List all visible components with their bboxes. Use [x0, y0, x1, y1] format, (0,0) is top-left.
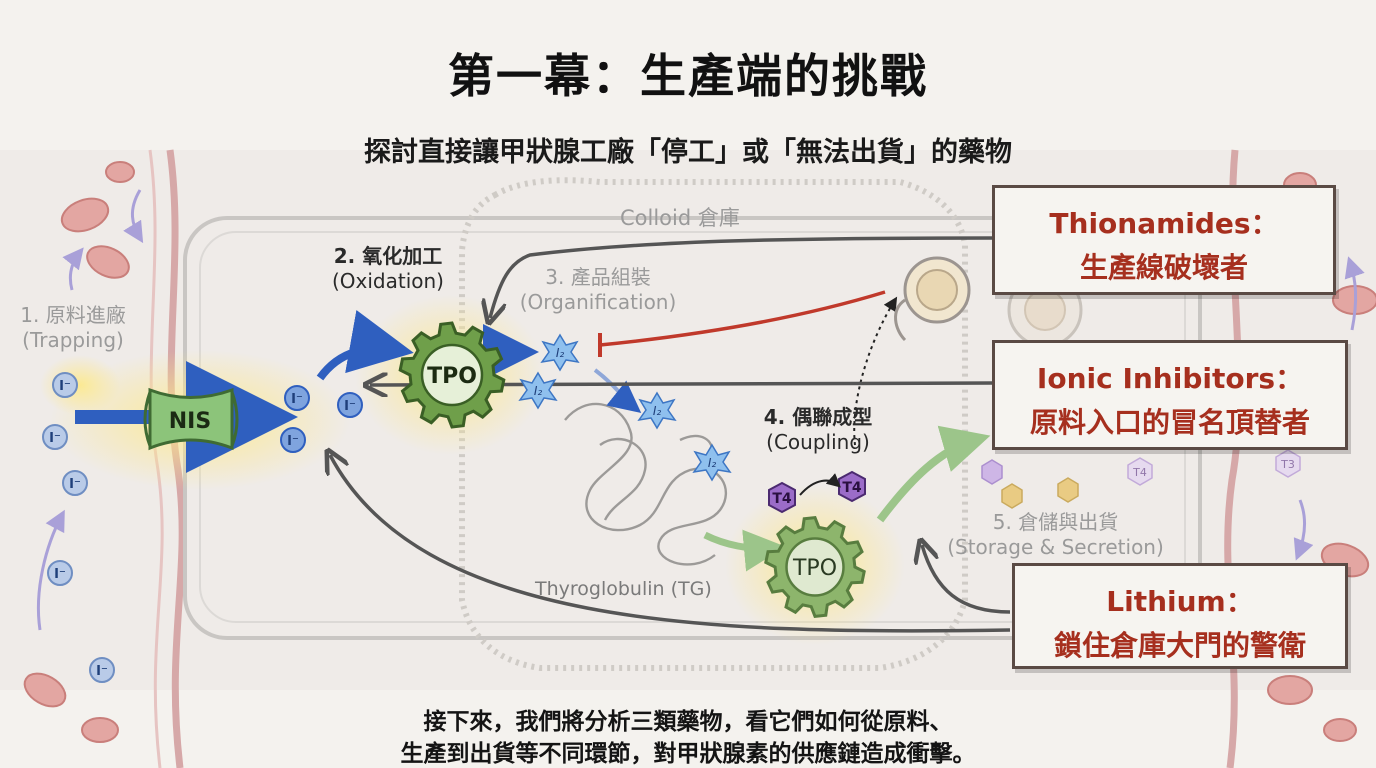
- step-organification: 3. 產品組裝 (Organification): [508, 265, 688, 315]
- tpo-gear-coupling: [764, 515, 866, 619]
- lithium-role: 鎖住倉庫大門的警衛: [1053, 629, 1306, 662]
- tpo-label-oxidation: TPO: [427, 364, 477, 389]
- svg-text:I⁻: I⁻: [59, 379, 71, 394]
- colloid-droplet: [894, 256, 971, 342]
- svg-text:I⁻: I⁻: [54, 567, 66, 582]
- gear-hub: [420, 343, 484, 407]
- step-oxidation: 2. 氧化加工 (Oxidation): [318, 244, 458, 294]
- drug-box-thionamides: Thionamides： 生產線破壞者: [992, 185, 1336, 295]
- svg-text:T4: T4: [1132, 466, 1147, 479]
- svg-text:I⁻: I⁻: [287, 434, 299, 449]
- tg-to-coupling-arrow: [703, 529, 786, 572]
- step-storage: 5. 倉儲與出貨 (Storage & Secretion): [938, 510, 1173, 560]
- svg-text:I₂: I₂: [708, 456, 717, 470]
- drug-box-lithium: Lithium： 鎖住倉庫大門的警衛: [1012, 563, 1348, 669]
- svg-text:I⁻: I⁻: [291, 392, 303, 407]
- t4-hormones: T4 T4: [768, 470, 866, 514]
- iodine-molecules: I₂ I₂ I₂ I₂: [518, 333, 732, 482]
- gear-hub: [785, 537, 845, 597]
- step-coupling: 4. 偶聯成型 (Coupling): [748, 405, 888, 455]
- tg-recycle-inhibit: [599, 290, 886, 347]
- tpo-label-coupling: TPO: [792, 556, 837, 581]
- footer-line-1: 接下來，我們將分析三類藥物，看它們如何從原料、: [423, 709, 953, 735]
- svg-text:I⁻: I⁻: [344, 399, 356, 414]
- ionic-inhibitors-name: Ionic Inhibitors：: [1036, 362, 1304, 395]
- step-trapping-en: (Trapping): [22, 328, 124, 352]
- page-title: 第一幕：生產端的挑戰: [448, 49, 928, 103]
- step-coupling-en: (Coupling): [766, 430, 870, 454]
- thionamides-arrow: [490, 236, 996, 318]
- svg-text:I₂: I₂: [556, 346, 565, 360]
- nis-transporter: NIS: [143, 387, 239, 451]
- nis-label: NIS: [169, 409, 211, 434]
- drug-box-ionic-inhibitors: Ionic Inhibitors： 原料入口的冒名頂替者: [992, 340, 1348, 450]
- footer-line-2: 生產到出貨等不同環節，對甲狀腺素的供應鏈造成衝擊。: [400, 741, 976, 767]
- ionic-inhibitors-role: 原料入口的冒名頂替者: [1029, 406, 1310, 439]
- lithium-name: Lithium：: [1106, 585, 1254, 618]
- step-coupling-zh: 4. 偶聯成型: [763, 405, 873, 429]
- step-organification-en: (Organification): [519, 290, 677, 314]
- step-organification-zh: 3. 產品組裝: [545, 265, 651, 289]
- iodide-ions: I⁻ I⁻ I⁻ I⁻ I⁻ I⁻ I⁻ I⁻: [42, 372, 363, 683]
- step-storage-zh: 5. 倉儲與出貨: [992, 510, 1119, 534]
- tpo-gear-oxidation: [398, 321, 506, 429]
- lithium-arrow-tg: [330, 455, 1011, 633]
- svg-text:I⁻: I⁻: [96, 664, 108, 679]
- thionamides-name: Thionamides：: [1049, 207, 1279, 240]
- thionamides-role: 生產線破壞者: [1079, 251, 1248, 284]
- lithium-arrow-secretion: [922, 545, 1011, 614]
- iodine-to-tg-arrow: [593, 368, 642, 414]
- page-subtitle: 探討直接讓甲狀腺工廠「停工」或「無法出貨」的藥物: [364, 137, 1012, 168]
- colloid-label: Colloid 倉庫: [620, 206, 740, 230]
- step-oxidation-en: (Oxidation): [331, 269, 444, 293]
- step-storage-en: (Storage & Secretion): [947, 535, 1164, 559]
- svg-text:I⁻: I⁻: [69, 477, 81, 492]
- svg-text:T4: T4: [772, 491, 792, 507]
- step-trapping: 1. 原料進廠 (Trapping): [8, 303, 138, 353]
- svg-text:I₂: I₂: [653, 404, 662, 418]
- svg-text:T4: T4: [842, 480, 862, 496]
- svg-text:I⁻: I⁻: [49, 431, 61, 446]
- secretion-arrow: [876, 425, 991, 523]
- blood-flow-arrows: [36, 189, 1365, 631]
- svg-text:T3: T3: [1280, 458, 1295, 471]
- endocytosis-arrow: [853, 296, 898, 446]
- svg-text:I₂: I₂: [534, 384, 543, 398]
- step-oxidation-zh: 2. 氧化加工: [333, 244, 443, 268]
- oxidation-arrow: [316, 310, 414, 381]
- thyroglobulin-label: Thyroglobulin (TG): [535, 578, 712, 600]
- step-trapping-zh: 1. 原料進廠: [20, 303, 126, 327]
